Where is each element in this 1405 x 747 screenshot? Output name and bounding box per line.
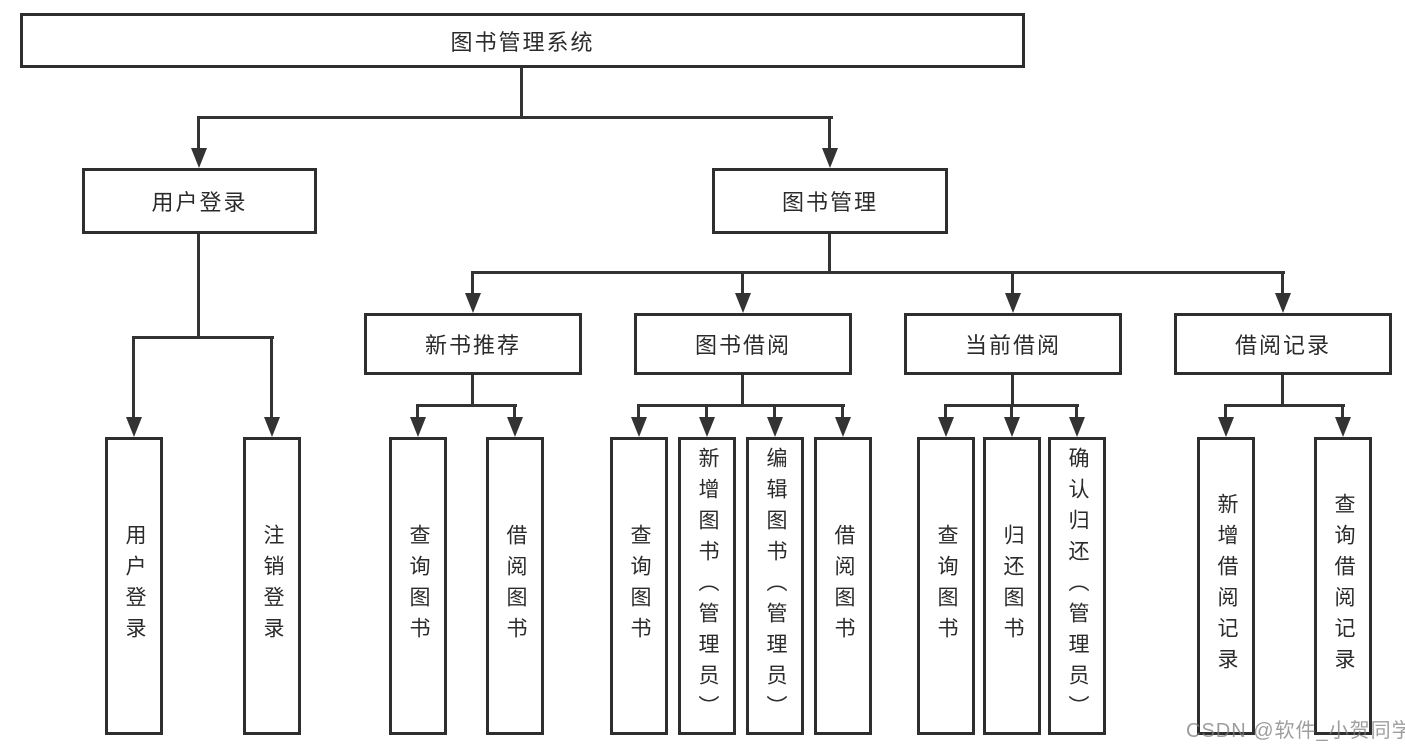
connector-line [270,336,273,417]
node-new-book-recommend: 新书推荐 [364,313,582,375]
arrow-down-icon [507,417,523,437]
connector-line [197,116,833,119]
node-logout-leaf: 注销登录 [243,437,301,735]
node-label: 新书推荐 [424,333,521,358]
node-label: 确认归还（管理员） [1066,446,1089,726]
connector-line [132,336,135,417]
node-label: 借阅图书 [832,524,855,648]
arrow-down-icon [1335,417,1351,437]
connector-line [1281,375,1284,407]
arrow-down-icon [699,417,715,437]
arrow-down-icon [465,293,481,313]
arrow-down-icon [1218,417,1234,437]
arrow-down-icon [264,417,280,437]
connector-line [1224,404,1345,407]
node-label: 注销登录 [261,524,284,648]
node-root: 图书管理系统 [20,13,1025,68]
node-book-management: 图书管理 [712,168,948,234]
node-label: 编辑图书（管理员） [764,446,787,726]
connector-line [1341,404,1344,417]
node-query-books-recommend: 查询图书 [389,437,447,735]
connector-line [416,404,419,417]
connector-line [471,375,474,407]
arrow-down-icon [191,148,207,168]
node-query-books-current: 查询图书 [917,437,975,735]
node-label: 图书管理 [781,190,878,215]
node-label: 借阅图书 [504,524,527,648]
node-label: 用户登录 [151,190,248,215]
node-label: 新增借阅记录 [1215,493,1238,679]
connector-line [637,404,845,407]
node-label: 归还图书 [1001,524,1024,648]
connector-line [741,375,744,407]
node-add-book-admin: 新增图书（管理员） [678,437,736,735]
connector-line [944,404,947,417]
connector-line [416,404,517,407]
node-label: 新增图书（管理员） [696,446,719,726]
connector-line [132,336,274,339]
node-label: 用户登录 [123,524,146,648]
arrow-down-icon [735,293,751,313]
connector-line [1011,375,1014,407]
connector-line [1281,271,1284,293]
node-label: 借阅记录 [1234,333,1331,358]
node-borrow-books-recommend: 借阅图书 [486,437,544,735]
arrow-down-icon [767,417,783,437]
connector-line [197,234,200,339]
connector-line [773,404,776,417]
connector-line [741,271,744,293]
node-edit-book-admin: 编辑图书（管理员） [746,437,804,735]
connector-line [1010,404,1013,417]
connector-line [828,116,831,150]
arrow-down-icon [1069,417,1085,437]
node-user-login: 用户登录 [82,168,317,234]
node-current-borrow: 当前借阅 [904,313,1122,375]
arrow-down-icon [822,148,838,168]
node-confirm-return-admin: 确认归还（管理员） [1048,437,1106,735]
arrow-down-icon [631,417,647,437]
arrow-down-icon [1275,293,1291,313]
connector-line [513,404,516,417]
node-book-borrow: 图书借阅 [634,313,852,375]
connector-line [1075,404,1078,417]
node-borrow-records: 借阅记录 [1174,313,1392,375]
connector-line [841,404,844,417]
node-query-borrow-record: 查询借阅记录 [1314,437,1372,735]
arrow-down-icon [126,417,142,437]
node-query-books-borrow: 查询图书 [610,437,668,735]
arrow-down-icon [835,417,851,437]
connector-line [471,271,1285,274]
connector-line [471,271,474,293]
node-label: 查询图书 [407,524,430,648]
connector-line [520,68,523,118]
arrow-down-icon [410,417,426,437]
arrow-down-icon [1004,417,1020,437]
connector-line [828,234,831,274]
node-borrow-books-leaf: 借阅图书 [814,437,872,735]
node-add-borrow-record: 新增借阅记录 [1197,437,1255,735]
node-label: 查询图书 [628,524,651,648]
node-user-login-leaf: 用户登录 [105,437,163,735]
connector-line [705,404,708,417]
watermark: CSDN @软件_小贺同学 [1186,720,1405,742]
arrow-down-icon [1005,293,1021,313]
node-root-label: 图书管理系统 [450,29,595,55]
node-return-book: 归还图书 [983,437,1041,735]
node-label: 查询借阅记录 [1332,493,1355,679]
connector-line [637,404,640,417]
arrow-down-icon [938,417,954,437]
node-label: 当前借阅 [964,333,1061,358]
connector-line [1224,404,1227,417]
connector-line [197,116,200,150]
connector-line [1011,271,1014,293]
node-label: 图书借阅 [694,333,791,358]
node-label: 查询图书 [935,524,958,648]
